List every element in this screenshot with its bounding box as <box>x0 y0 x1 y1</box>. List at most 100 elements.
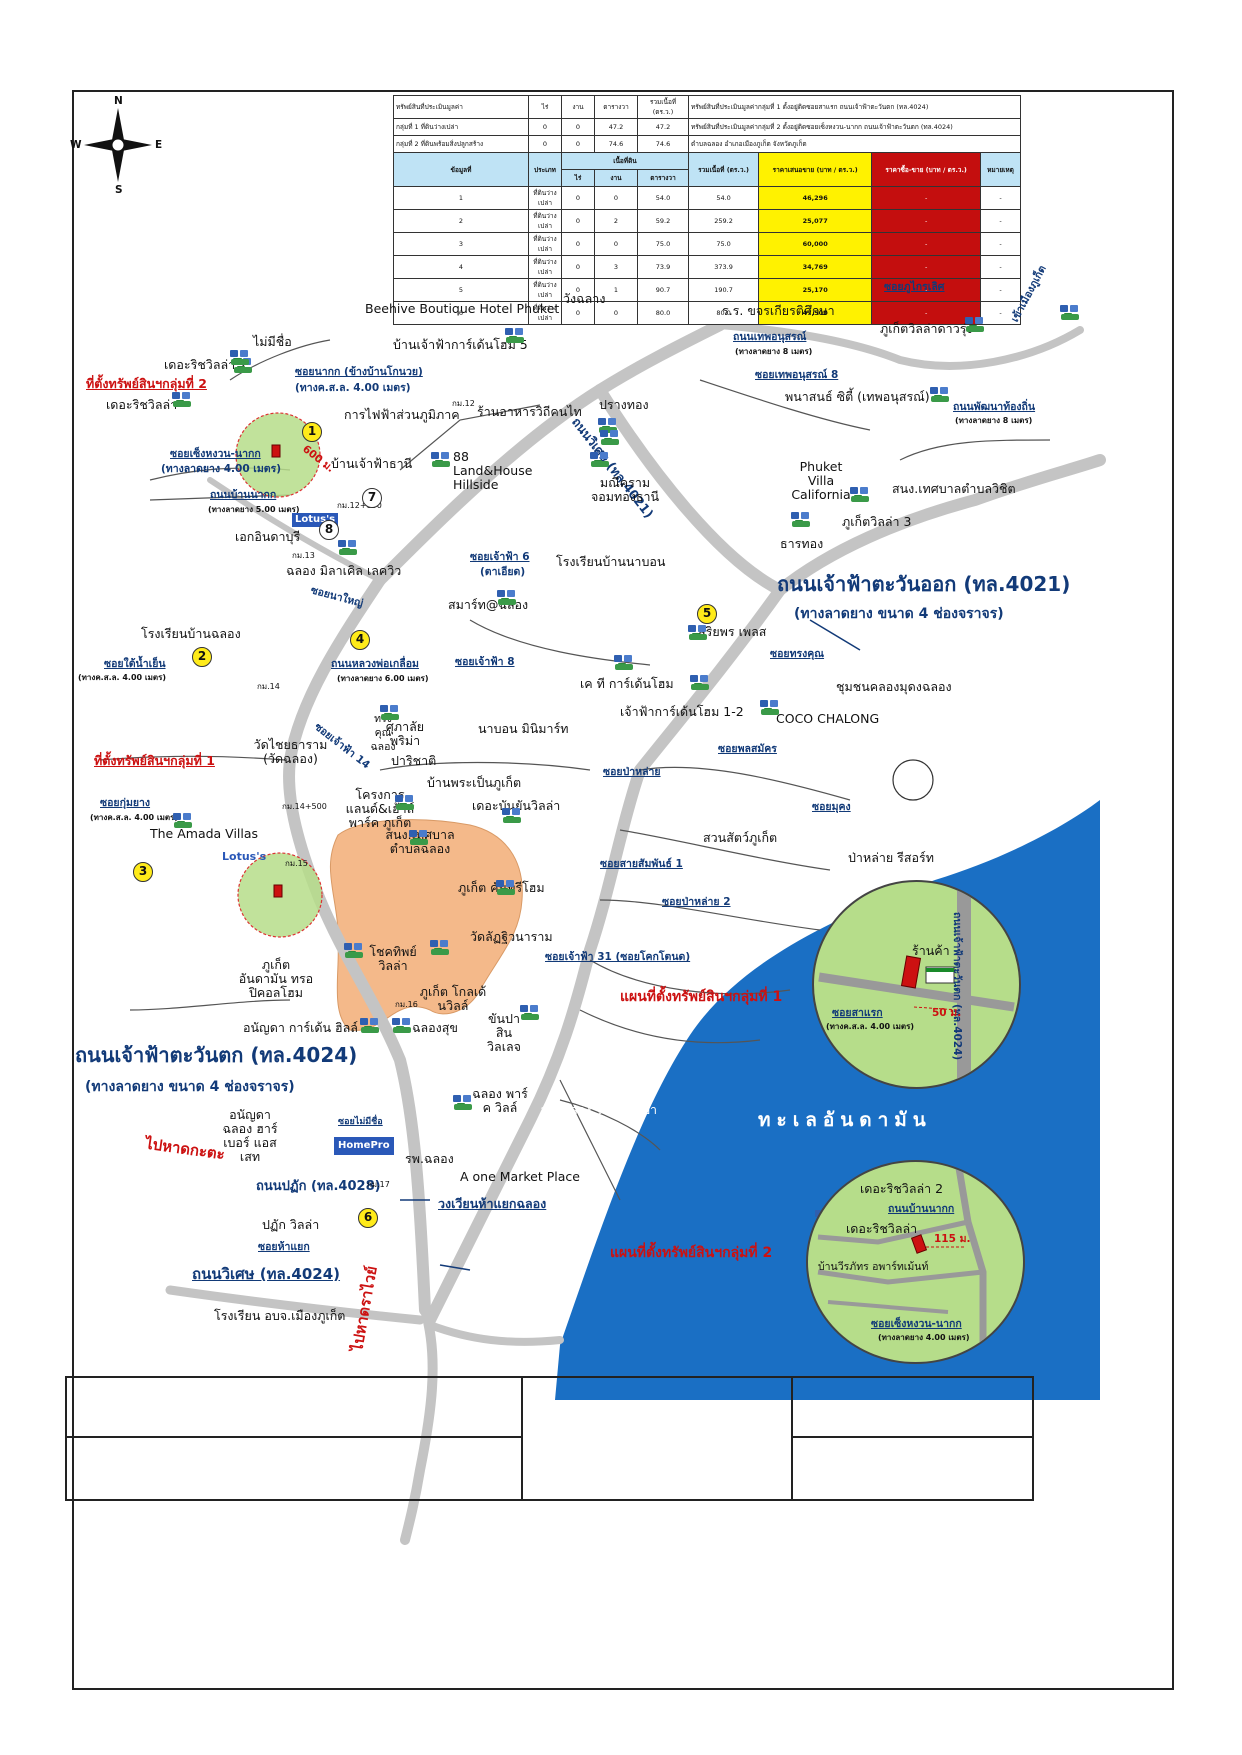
inset2-dist: 115 ม. <box>934 1233 971 1245</box>
table-cell: 73.9 <box>637 255 689 279</box>
table-cell: 1 <box>393 186 529 210</box>
marker-1[interactable]: 1 <box>302 422 322 442</box>
label-thanon-pakkhok: ถนนปฏัก (ทล.4028) <box>256 1179 381 1194</box>
label-nabon-mini: นาบอน มินิมาร์ท <box>478 721 569 736</box>
table-cell: - <box>871 301 981 325</box>
village-icon <box>230 350 250 368</box>
label-soi-mukhong: ซอยมุคง <box>812 801 851 813</box>
col-header: ข้อมูลที่ <box>393 152 529 187</box>
table-cell: - <box>871 255 981 279</box>
village-icon <box>520 1005 540 1023</box>
marker-4[interactable]: 4 <box>350 630 370 650</box>
table-cell: - <box>871 186 981 210</box>
table-cell: 373.9 <box>687 255 760 279</box>
compass-s: S <box>115 184 123 196</box>
label-ror-por-chalong: รพ.ฉลอง <box>405 1151 454 1166</box>
inset2-thanon: ถนนบ้านนากก <box>888 1203 955 1215</box>
village-icon <box>600 430 620 448</box>
label-km15: กม.15 <box>285 859 308 868</box>
label-wongwian: วงเวียนห้าแยกฉลอง <box>438 1196 547 1211</box>
label-soi-pha-lai2: ซอยป่าหล่าย 2 <box>662 896 731 908</box>
table-cell: 80.0 <box>687 301 760 325</box>
village-icon <box>172 392 192 410</box>
top-cell: 0 <box>561 135 595 153</box>
table-cell: 2 <box>393 209 529 233</box>
table-cell: ที่ดินว่างเปล่า <box>528 255 562 279</box>
table-cell: 6 <box>393 301 529 325</box>
inset2-soi-sub: (ทางลาดยาง 4.00 เมตร) <box>878 1333 970 1342</box>
village-icon <box>338 540 358 558</box>
village-icon <box>409 830 429 848</box>
table-cell: 3 <box>594 255 638 279</box>
road-4021-north <box>374 319 726 586</box>
label-rr-khachon: ร.ร. ขจรเกียรติศึกษา <box>722 303 835 318</box>
label-rongrian-obj: โรงเรียน อบจ.เมืองภูเก็ต <box>214 1308 346 1323</box>
table-row: กลุ่มที่ 2 ที่ดินพร้อมสิ่งปลูกสร้าง 0 0 … <box>393 135 1021 153</box>
label-ananda-garden: อนัญดา การ์เด้น ฮิลล์ <box>243 1020 358 1035</box>
label-soi-nakok: ซอยนากก (ข้างบ้านโกนวย) <box>295 366 423 378</box>
table-cell: 34,769 <box>758 255 873 279</box>
top-cell: 0 <box>528 135 562 153</box>
village-icon <box>496 880 516 898</box>
label-chalong-miracle: ฉลอง มิลาเคิล เลควิว <box>286 563 402 578</box>
marker-7[interactable]: 7 <box>362 488 382 508</box>
inset1-dist: 50 ม. <box>932 1007 962 1019</box>
inset2-drawing <box>817 1162 987 1362</box>
label-soi-chaofa6-sub: (ตาเอียด) <box>480 566 526 578</box>
col-header: ประเภท <box>528 152 562 187</box>
label-soi-ha-yaek: ซอยห้าแยก <box>258 1241 310 1253</box>
table-cell: 25,170 <box>758 278 873 302</box>
label-thanon-phatthana-sub: (ทางลาดยาง 8 เมตร) <box>955 416 1033 425</box>
col-header: ไร่ <box>561 169 595 187</box>
label-soi-mai-mi-chue: ซอยไม่มีชื่อ <box>338 1117 383 1127</box>
label-phuket-villa-cal: Phuket Villa California <box>791 459 851 502</box>
label-thanon-baan-nakok: ถนนบ้านนากก <box>210 489 277 501</box>
col-header: ตารางวา <box>637 169 689 187</box>
label-rongrian-nabon: โรงเรียนบ้านนาบอน <box>556 554 666 569</box>
footer-box-4 <box>791 1376 1034 1438</box>
info-line: ทรัพย์สินที่ประเมินมูลค่ากลุ่มที่ 1 ตั้ง… <box>688 95 1021 119</box>
label-wat-lang: วัดลัฏฐิวนาราม <box>470 929 553 944</box>
label-ekin: เอกอินดาบุรี <box>235 529 301 544</box>
marker-8[interactable]: 8 <box>319 520 339 540</box>
marker-5[interactable]: 5 <box>697 604 717 624</box>
label-chumchon: ชุมชนคลองมุดงฉลอง <box>836 679 952 694</box>
inset2-richy2: เดอะริชวิลล่า 2 <box>860 1181 944 1196</box>
table-cell: 0 <box>561 301 595 325</box>
village-icon <box>760 700 780 718</box>
label-panasin: พนาสนธ์ ซิตี้ (เทพอนุสรณ์) <box>785 389 930 404</box>
village-icon <box>453 1095 473 1113</box>
label-thanon-thep-sub: (ทางลาดยาง 8 เมตร) <box>735 347 813 356</box>
label-km12-850: กม.12+850 <box>337 501 382 510</box>
label-wat-chaithararam: วัดไชยธาราม (วัดฉลอง) <box>253 737 328 766</box>
village-icon <box>502 808 522 826</box>
table-cell: ที่ดินว่างเปล่า <box>528 209 562 233</box>
top-cell: รวมเนื้อที่ (ตร.ว.) <box>637 95 689 119</box>
compass-n: N <box>114 95 123 107</box>
road-chalong-pier <box>426 1321 564 1346</box>
village-icon <box>598 418 618 436</box>
label-thanon-phatthana: ถนนพัฒนาท้องถิ่น <box>953 401 1036 413</box>
marker-3[interactable]: 3 <box>133 862 153 882</box>
label-wang-chalang: วังฉลาง <box>563 291 606 306</box>
col-header: รวมเนื้อที่ (ตร.ว.) <box>687 152 760 187</box>
label-thanon-luang-sub: (ทางลาดยาง 6.00 เมตร) <box>337 674 429 683</box>
label-manee: มณีคราม จอมทองธานี <box>590 475 660 504</box>
top-cell: ไร่ <box>528 95 562 119</box>
inset1-soi-sub: (ทางค.ส.ล. 4.00 เมตร) <box>826 1022 915 1031</box>
table-cell: 90.7 <box>637 278 689 302</box>
label-pa-lai-resort: ป่าหล่าย รีสอร์ท <box>848 850 934 865</box>
info-line: ตำบลฉลอง อำเภอเมืองภูเก็ต จังหวัดภูเก็ต <box>688 135 1021 153</box>
compass-icon <box>84 108 152 182</box>
marker-2[interactable]: 2 <box>192 647 212 667</box>
table-cell: - <box>871 232 981 256</box>
label-thanon-luang: ถนนหลวงพ่อเกลื่อม <box>331 658 419 670</box>
table-cell: 75.0 <box>687 232 760 256</box>
table-row: ทรัพย์สินที่ประเมินมูลค่า ไร่ งาน ตารางว… <box>393 95 1021 119</box>
table-cell: 4 <box>393 255 529 279</box>
footer-box-5 <box>791 1436 1034 1501</box>
marker-6[interactable]: 6 <box>358 1208 378 1228</box>
table-cell: 47,500 <box>758 301 873 325</box>
